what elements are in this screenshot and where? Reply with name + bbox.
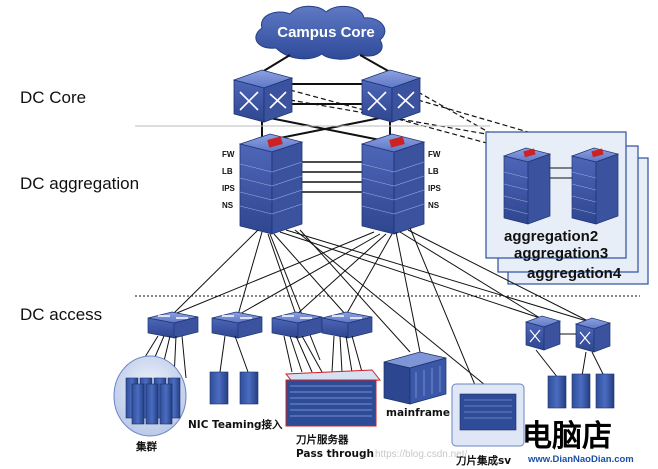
right-access-servers bbox=[547, 373, 615, 409]
brand-watermark: 电脑店 www.DianNaoDian.com bbox=[522, 419, 634, 465]
server-cluster bbox=[113, 355, 187, 437]
service-label-fw-right: FW bbox=[428, 150, 441, 159]
service-labels-right: FW LB IPS NS bbox=[428, 150, 442, 210]
brand-url: www.DianNaoDian.com bbox=[527, 454, 634, 465]
service-label-ns-right: NS bbox=[428, 201, 440, 210]
aggregation4-label: aggregation4 bbox=[527, 265, 622, 282]
campus-core-cloud: Campus Core bbox=[255, 5, 386, 60]
campus-core-label: Campus Core bbox=[277, 24, 375, 41]
blade-integrated-switch bbox=[451, 383, 525, 447]
core-switch-left bbox=[232, 69, 294, 123]
csdn-watermark: https://blog.csdn.net/ bbox=[375, 449, 468, 460]
access-switch-3 bbox=[271, 311, 323, 339]
service-labels-left: FW LB IPS NS bbox=[222, 150, 236, 210]
tier-label-dc-core: DC Core bbox=[20, 88, 86, 107]
blade-server-label: 刀片服务器 bbox=[296, 433, 349, 446]
tier-label-dc-access: DC access bbox=[20, 305, 102, 324]
access-switch-2 bbox=[211, 311, 263, 339]
access-switch-1 bbox=[147, 311, 199, 339]
blade-server-chassis bbox=[284, 369, 382, 427]
blade-integrated-label: 刀片集成sv bbox=[456, 454, 511, 467]
aggregation2-switch-right bbox=[570, 147, 620, 225]
aggregation2-switch-left bbox=[502, 147, 552, 225]
mainframe-label: mainframe bbox=[386, 407, 450, 419]
service-label-lb-left: LB bbox=[222, 167, 233, 176]
mainframe-unit bbox=[383, 351, 447, 405]
core-switch-right bbox=[360, 69, 422, 123]
tier-label-dc-aggregation: DC aggregation bbox=[20, 174, 139, 193]
access-switch-5 bbox=[524, 315, 562, 351]
service-label-ns-left: NS bbox=[222, 201, 234, 210]
service-label-ips-right: IPS bbox=[428, 184, 442, 193]
nic-teaming-servers bbox=[209, 371, 259, 405]
nic-teaming-label: NIC Teaming接入 bbox=[188, 418, 283, 431]
service-label-lb-right: LB bbox=[428, 167, 439, 176]
pass-through-label: Pass through bbox=[296, 448, 374, 460]
cloud-uplinks bbox=[261, 54, 391, 73]
aggregation-to-access-links bbox=[171, 227, 591, 386]
aggregation-inter-links bbox=[302, 161, 362, 193]
aggregation2-label: aggregation2 bbox=[504, 228, 598, 245]
cluster-label: 集群 bbox=[135, 440, 157, 453]
brand-name: 电脑店 bbox=[522, 419, 612, 454]
service-label-ips-left: IPS bbox=[222, 184, 236, 193]
aggregation3-label: aggregation3 bbox=[514, 245, 608, 262]
access-switch-6 bbox=[574, 317, 612, 353]
aggregation-chassis-left bbox=[238, 133, 304, 235]
aggregation-panel-stack: aggregation2 aggregation3 aggregation4 bbox=[485, 131, 649, 285]
access-switch-4 bbox=[321, 311, 373, 339]
service-label-fw-left: FW bbox=[222, 150, 235, 159]
aggregation-chassis-right bbox=[360, 133, 426, 235]
